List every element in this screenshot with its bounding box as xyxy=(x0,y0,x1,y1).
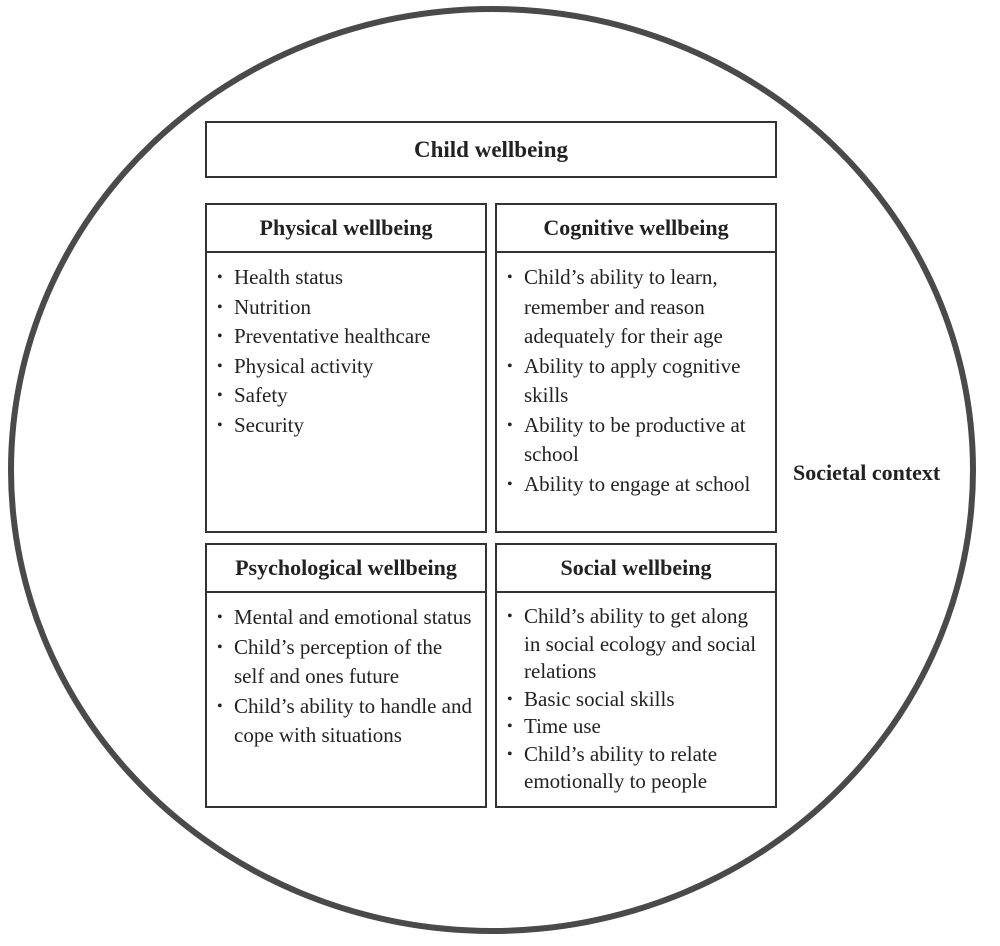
list-item: Health status xyxy=(217,263,477,293)
physical-wellbeing-list: Health status Nutrition Preventative hea… xyxy=(207,253,485,440)
societal-context-label: Societal context xyxy=(793,460,941,485)
diagram-title: Child wellbeing xyxy=(205,121,777,178)
list-item: Child’s perception of the self and ones … xyxy=(217,633,477,692)
list-item: Child’s ability to learn, remember and r… xyxy=(507,263,767,352)
list-item: Ability to apply cognitive skills xyxy=(507,352,767,411)
societal-context-circle xyxy=(8,6,976,934)
diagram-title-text: Child wellbeing xyxy=(413,136,568,162)
physical-wellbeing-panel: Physical wellbeing Health status Nutriti… xyxy=(205,203,487,533)
social-wellbeing-panel: Social wellbeing Child’s ability to get … xyxy=(495,543,777,808)
list-item: Child’s ability to relate emotionally to… xyxy=(507,741,767,796)
physical-wellbeing-heading: Physical wellbeing xyxy=(207,205,485,253)
list-item: Safety xyxy=(217,381,477,411)
psychological-wellbeing-list: Mental and emotional status Child’s perc… xyxy=(207,593,485,751)
list-item: Child’s ability to handle and cope with … xyxy=(217,692,477,751)
psychological-wellbeing-heading: Psychological wellbeing xyxy=(207,545,485,593)
cognitive-wellbeing-panel: Cognitive wellbeing Child’s ability to l… xyxy=(495,203,777,533)
list-item: Security xyxy=(217,411,477,441)
list-item: Ability to engage at school xyxy=(507,470,767,500)
list-item: Child’s ability to get along in social e… xyxy=(507,603,767,686)
list-item: Mental and emotional status xyxy=(217,603,477,633)
psychological-wellbeing-panel: Psychological wellbeing Mental and emoti… xyxy=(205,543,487,808)
list-item: Preventative healthcare xyxy=(217,322,477,352)
list-item: Physical activity xyxy=(217,352,477,382)
list-item: Nutrition xyxy=(217,293,477,323)
list-item: Basic social skills xyxy=(507,686,767,714)
social-wellbeing-heading: Social wellbeing xyxy=(497,545,775,593)
social-wellbeing-list: Child’s ability to get along in social e… xyxy=(497,593,775,796)
list-item: Time use xyxy=(507,713,767,741)
cognitive-wellbeing-heading: Cognitive wellbeing xyxy=(497,205,775,253)
cognitive-wellbeing-list: Child’s ability to learn, remember and r… xyxy=(497,253,775,499)
list-item: Ability to be productive at school xyxy=(507,411,767,470)
